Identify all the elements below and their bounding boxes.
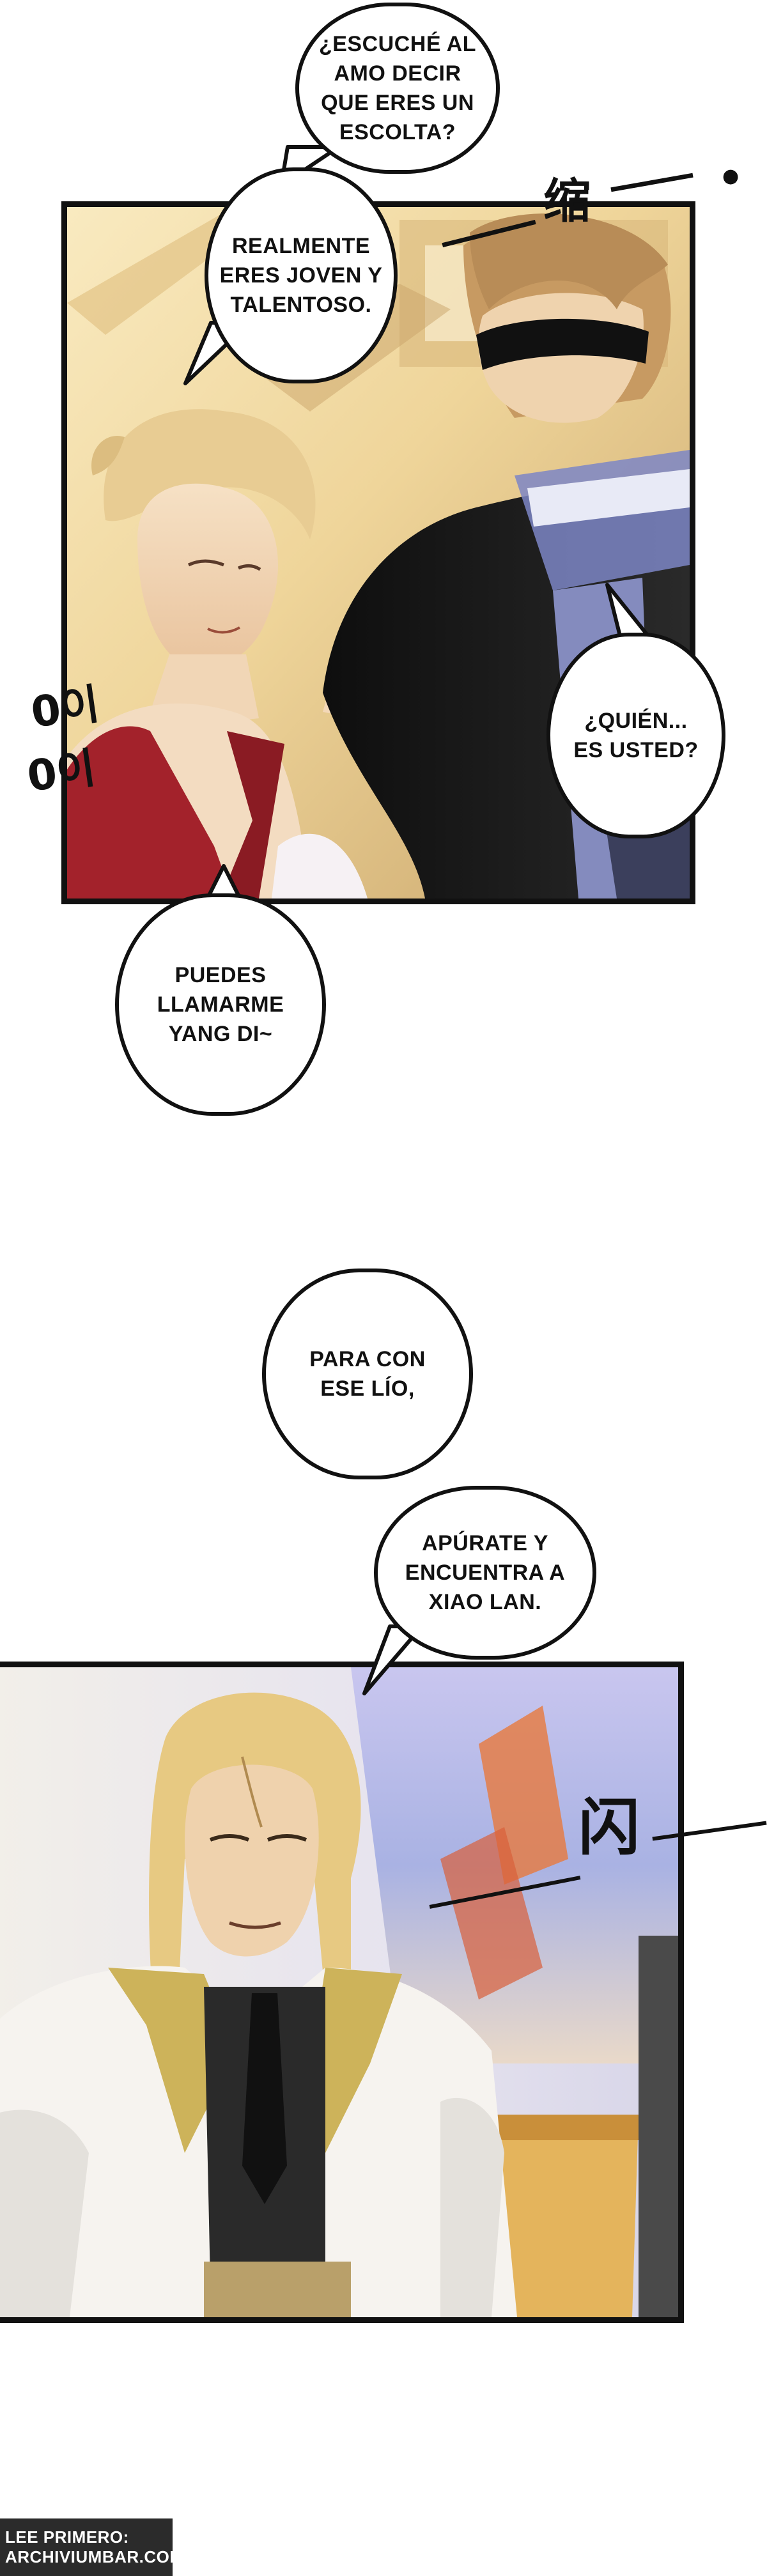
speech-bubble-1: ¿ESCUCHÉ AL AMO DECIR QUE ERES UN ESCOLT…	[295, 3, 500, 174]
sfx-flash-bottom: 闪	[578, 1792, 640, 1863]
speech-bubble-3: ¿QUIÉN... ES USTED?	[546, 633, 725, 838]
watermark-line-1: LEE PRIMERO:	[5, 2527, 129, 2547]
speech-bubble-6: APÚRATE Y ENCUENTRA A XIAO LAN.	[374, 1486, 596, 1660]
sfx-oi-left-2: 0이	[24, 743, 99, 801]
speech-bubble-text: ¿ESCUCHÉ AL AMO DECIR QUE ERES UN ESCOLT…	[318, 32, 477, 144]
sfx-dot: ●	[722, 165, 740, 187]
speech-bubble-4: PUEDES LLAMARME YANG DI~	[115, 893, 326, 1116]
speech-bubble-text: ¿QUIÉN... ES USTED?	[573, 709, 699, 762]
speech-bubble-text: PARA CON ESE LÍO,	[309, 1347, 426, 1401]
speech-bubble-5: PARA CON ESE LÍO,	[262, 1269, 473, 1479]
watermark-line-2: ARCHIVIUMBAR.COM	[5, 2547, 184, 2566]
speech-bubble-text: REALMENTE ERES JOVEN Y TALENTOSO.	[219, 234, 383, 317]
sfx-oi-left-1: 0이	[27, 679, 103, 737]
source-watermark: LEE PRIMERO: ARCHIVIUMBAR.COM	[0, 2518, 184, 2576]
speech-bubble-text: PUEDES LLAMARME YANG DI~	[157, 963, 284, 1046]
speech-bubble-text: APÚRATE Y ENCUENTRA A XIAO LAN.	[405, 1531, 566, 1614]
speech-bubble-2: REALMENTE ERES JOVEN Y TALENTOSO.	[205, 167, 398, 383]
panel-2-artwork	[0, 1667, 678, 2317]
comic-panel-2	[0, 1662, 684, 2323]
speed-line	[610, 173, 693, 192]
sfx-swoosh-top: 缩	[543, 174, 591, 229]
